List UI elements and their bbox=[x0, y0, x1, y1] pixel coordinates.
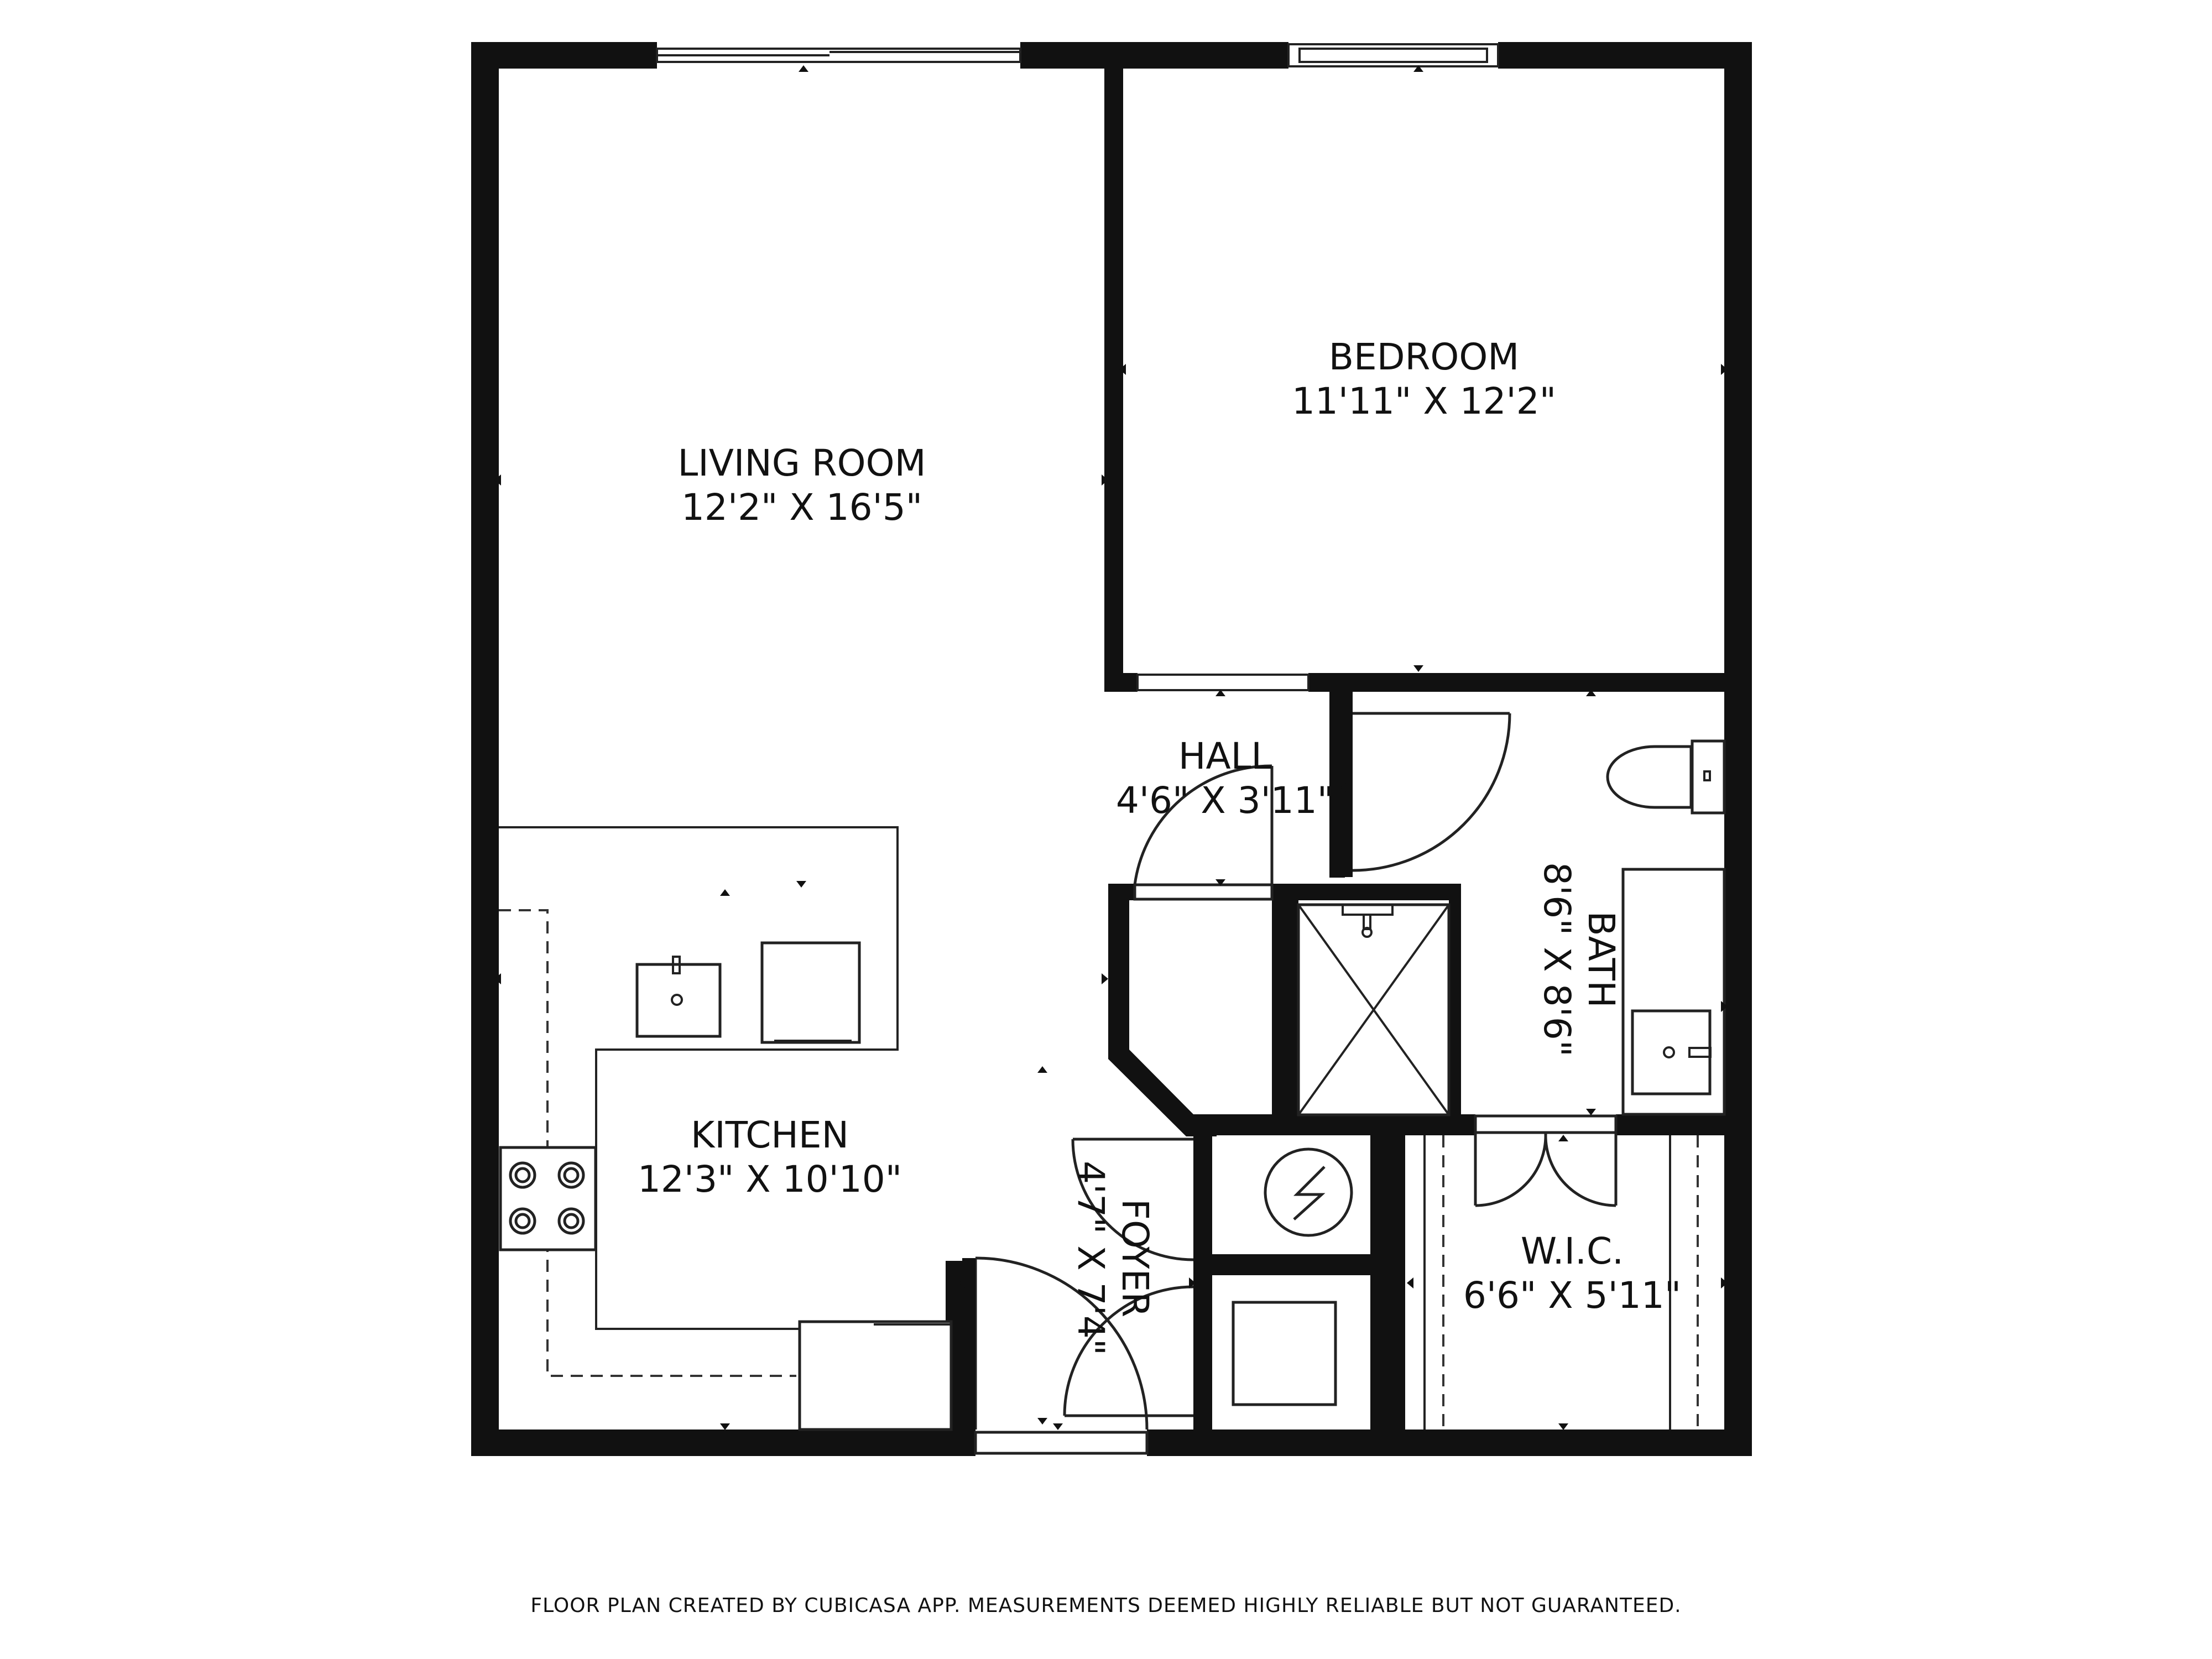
bath-dims: 8'6" X 8'6" bbox=[1536, 862, 1578, 1057]
hall-label: HALL 4'6" X 3'11" bbox=[1116, 735, 1334, 822]
foyer-dims: 4'7" X 7'4" bbox=[1070, 1161, 1112, 1355]
shower-icon bbox=[1297, 903, 1451, 1117]
hall-closet-door bbox=[1133, 764, 1274, 901]
living-room-label: LIVING ROOM 12'2" X 16'5" bbox=[677, 442, 926, 529]
bath-door bbox=[1352, 712, 1511, 872]
living-room-name: LIVING ROOM bbox=[677, 442, 926, 484]
kitchen-label: KITCHEN 12'3" X 10'10" bbox=[638, 1114, 902, 1201]
wic-shelves bbox=[1423, 1135, 1699, 1430]
interior-walls bbox=[946, 42, 1752, 1456]
wic-double-door bbox=[1474, 1114, 1618, 1207]
stove-icon bbox=[499, 1146, 597, 1251]
washer-dryer-icon bbox=[1232, 1301, 1337, 1406]
kitchen-counters bbox=[499, 826, 953, 1431]
bedroom-name: BEDROOM bbox=[1329, 336, 1520, 378]
foyer-closet-door bbox=[1063, 1138, 1194, 1417]
disclaimer-footer: FLOOR PLAN CREATED BY CUBICASA APP. MEAS… bbox=[530, 1594, 1681, 1617]
exterior-walls bbox=[471, 42, 1752, 1456]
bedroom-window bbox=[1287, 43, 1499, 67]
wic-label: W.I.C. 6'6" X 5'11" bbox=[1463, 1230, 1681, 1317]
living-room-window bbox=[656, 48, 1021, 63]
hall-dims: 4'6" X 3'11" bbox=[1116, 779, 1334, 822]
wic-name: W.I.C. bbox=[1521, 1230, 1624, 1272]
bath-sink-icon bbox=[1631, 1009, 1712, 1095]
kitchen-dims: 12'3" X 10'10" bbox=[638, 1158, 902, 1201]
toilet-icon bbox=[1606, 739, 1726, 815]
bedroom-dims: 11'11" X 12'2" bbox=[1292, 380, 1556, 422]
bath-name: BATH bbox=[1580, 911, 1623, 1008]
wic-dims: 6'6" X 5'11" bbox=[1463, 1274, 1681, 1317]
dishwasher-icon bbox=[760, 941, 861, 1044]
water-heater-icon bbox=[1264, 1147, 1353, 1237]
bedroom-door-opening bbox=[1136, 674, 1310, 691]
foyer-name: FOYER bbox=[1114, 1199, 1156, 1317]
bedroom-label: BEDROOM 11'11" X 12'2" bbox=[1292, 336, 1556, 422]
living-room-dims: 12'2" X 16'5" bbox=[681, 486, 922, 529]
bath-label: BATH 8'6" X 8'6" bbox=[1536, 862, 1623, 1057]
foyer-label: FOYER 4'7" X 7'4" bbox=[1070, 1161, 1156, 1355]
dimension-markers bbox=[494, 65, 1728, 1430]
hall-name: HALL bbox=[1178, 735, 1272, 778]
kitchen-sink-icon bbox=[635, 956, 722, 1038]
kitchen-name: KITCHEN bbox=[691, 1114, 849, 1156]
